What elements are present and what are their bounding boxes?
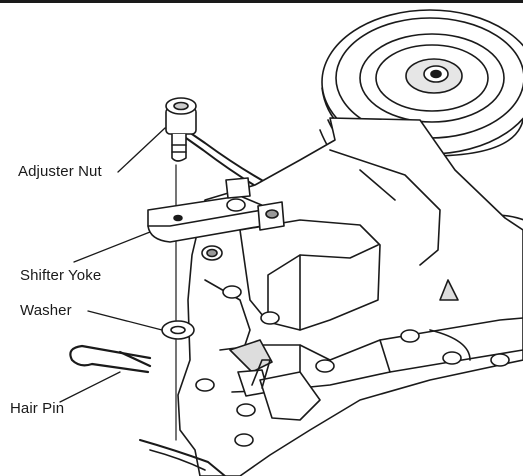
washer-part — [161, 320, 195, 340]
hair-pin-part — [69, 344, 152, 374]
hair-pin-label: Hair Pin — [10, 400, 65, 417]
lower-cable — [139, 439, 226, 476]
adjuster-nut-part — [165, 97, 197, 162]
adjuster-nut-label: Adjuster Nut — [18, 163, 102, 180]
shifter-yoke-label: Shifter Yoke — [20, 267, 102, 284]
washer-label: Washer — [20, 302, 72, 319]
top-border — [0, 0, 523, 3]
shifter-yoke-part — [147, 177, 285, 243]
drive-pulley — [321, 9, 523, 157]
leader-lines — [59, 127, 166, 403]
shift-lever — [229, 339, 321, 421]
